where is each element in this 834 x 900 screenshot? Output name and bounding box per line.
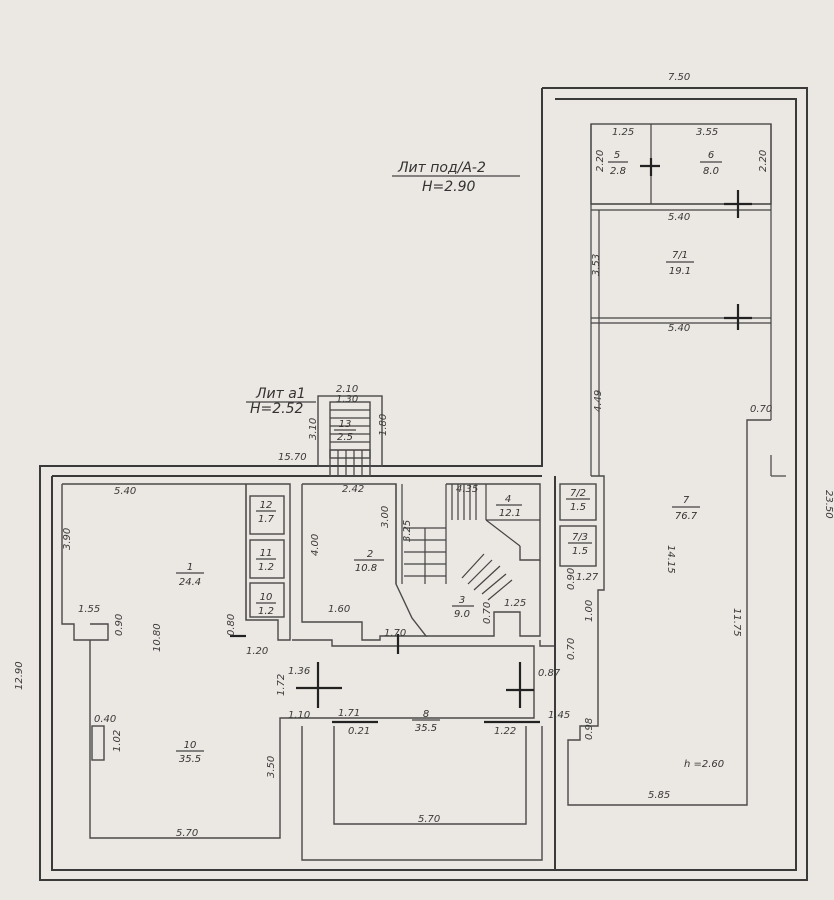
room-2-area: 10.8 [355,563,377,574]
left-wing [61,483,597,861]
room-73-area: 1.5 [572,546,588,557]
room-1-number: 1 [187,562,193,573]
room-12-area: 1.7 [258,514,275,525]
dim-r2-400: 4.00 [310,534,321,556]
main-height: H=2.90 [422,179,476,195]
dim-r1-155: 1.55 [78,604,100,615]
dim-long-wall: 15.70 [278,452,307,463]
dim-r8-171: 1.71 [338,708,360,719]
dim-r2-325: 3.25 [402,520,413,542]
dim-r2-160: 1.60 [328,604,350,615]
dim-r6-w: 3.55 [696,127,718,138]
room-6-area: 8.0 [703,166,719,177]
room-10-number: 10 [260,592,273,603]
dim-r9-570: 5.70 [176,828,198,839]
room-2-number: 2 [367,549,373,560]
dim-r1-080: 0.80 [226,614,237,636]
room-4-area: 12.1 [499,508,521,519]
room-10-area: 1.2 [258,606,274,617]
dim-r1-090: 0.90 [114,614,125,636]
dim-r5-w: 1.25 [612,127,634,138]
dim-stair-242: 2.42 [342,484,364,495]
main-title: Лит под/А-2 [397,160,486,176]
room-8-number: 8 [423,709,429,720]
dim-r8-110: 1.10 [288,710,310,721]
dim-stair-310: 3.10 [308,418,319,440]
dim-left-height: 12.90 [14,661,25,690]
titles: Лит под/А-2 H=2.90 Лит а1 H=2.52 h =2.60 [246,160,724,770]
annex-title: Лит а1 [255,386,306,402]
dim-r1-120: 1.20 [246,646,268,657]
dim-r1-1080: 10.80 [152,623,163,652]
dim-r2-300: 3.00 [380,506,391,528]
dim-r72-070: 0.70 [566,638,577,660]
room-11-number: 11 [260,548,273,559]
dim-top-width: 7.50 [668,72,690,83]
dim-r4-435: 4.35 [456,484,478,495]
dim-r8-098: 0.98 [584,718,595,740]
corridor-height: h =2.60 [684,759,724,770]
dim-stair-130: 1.30 [336,394,358,405]
dim-corr-1415: 14.15 [665,545,676,574]
dim-r8-021: 0.21 [348,726,370,737]
dim-corr-070: 0.70 [750,404,772,415]
dimensions: 7.50 23.50 12.90 15.70 1.25 3.55 2.20 2.… [14,72,834,839]
dim-r1-390: 3.90 [62,528,73,550]
room-73-number: 7/3 [572,532,588,543]
dim-corr-1175: 11.75 [731,608,742,637]
dim-stair-180: 1.80 [378,414,389,436]
annex-height: H=2.52 [250,401,304,417]
room-5-number: 5 [614,150,620,161]
dim-r8-122: 1.22 [494,726,516,737]
dim-corr-585: 5.85 [648,790,670,801]
room-labels: 5 2.8 6 8.0 7/1 19.1 7 76.7 7/2 1.5 7/3 … [176,150,722,765]
room-3-number: 3 [459,595,465,606]
dim-r71-w-bottom: 5.40 [668,323,690,334]
room-6-number: 6 [708,150,714,161]
dim-r72-087: 0.87 [538,668,561,679]
dim-r8-172: 1.72 [276,674,287,696]
dim-r71-w-top: 5.40 [668,212,690,223]
dim-r72-100: 1.00 [584,600,595,622]
room-1-area: 24.4 [179,577,201,588]
dim-r71-h: 3.53 [591,254,602,276]
dim-corr-449: 4.49 [593,390,604,412]
room-72-area: 1.5 [570,502,586,513]
room-8-area: 35.5 [415,723,437,734]
dim-r3-170: 1.70 [384,628,406,639]
stair-annex [317,395,383,477]
room-7-number: 7 [683,495,690,506]
room-3-area: 9.0 [454,609,470,620]
outer-walls [39,87,808,881]
dim-r1-540: 5.40 [114,486,136,497]
dim-r8-570: 5.70 [418,814,440,825]
room-12-number: 12 [260,500,273,511]
dim-right-height: 23.50 [823,490,834,519]
dim-r9-102: 1.02 [112,730,123,752]
dim-r72-090: 0.90 [566,568,577,590]
room-72-number: 7/2 [570,488,586,499]
room-9-number: 10 [184,740,197,751]
dim-r3-070: 0.70 [482,602,493,624]
room-71-number: 7/1 [672,250,688,261]
room-11-area: 1.2 [258,562,274,573]
dim-r8-145: 1.45 [548,710,570,721]
room-4-number: 4 [505,494,511,505]
dim-r6-h: 2.20 [758,150,769,172]
dim-r9-040: 0.40 [94,714,116,725]
room-13-area: 2.5 [337,432,353,443]
dim-r5-h: 2.20 [595,150,606,172]
dim-r3-125: 1.25 [504,598,526,609]
room-13-number: 13 [339,419,352,430]
dim-r72-127: 1.27 [576,572,599,583]
dim-r8-136: 1.36 [288,666,310,677]
room-7-area: 76.7 [675,511,698,522]
room-5-area: 2.8 [610,166,626,177]
room-9-area: 35.5 [179,754,201,765]
dim-r9-350: 3.50 [266,756,277,778]
right-wing [567,123,786,806]
room-71-area: 19.1 [669,266,691,277]
dim-stair-210: 2.10 [336,384,358,395]
